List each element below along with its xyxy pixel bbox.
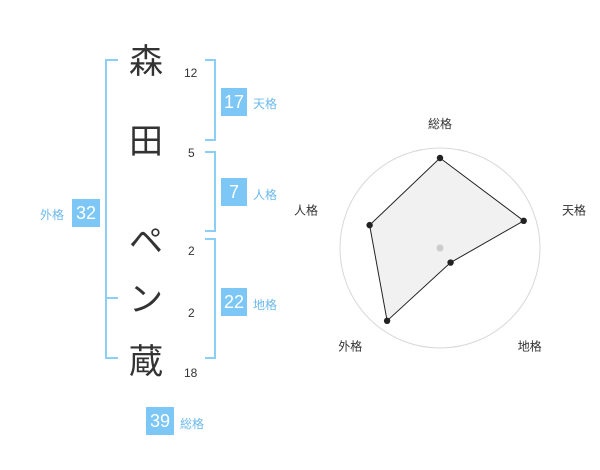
radar-axis-label-1: 総格 xyxy=(428,116,452,131)
name-char-5: 蔵 xyxy=(129,342,163,382)
tenkaku-label: 天格 xyxy=(253,97,278,111)
soukaku-label: 総格 xyxy=(180,417,205,431)
radar-point-4 xyxy=(383,317,391,325)
gaikaku-label: 外格 xyxy=(40,208,65,222)
radar-point-5 xyxy=(366,221,373,229)
gaikaku-value: 32 xyxy=(72,199,100,227)
jinkaku-value: 7 xyxy=(221,178,247,206)
stroke-count-4: 2 xyxy=(188,306,195,320)
radar-point-3 xyxy=(447,259,454,266)
stroke-count-3: 2 xyxy=(188,244,195,258)
radar-point-2 xyxy=(520,217,527,225)
radar-axis-label-5: 人格 xyxy=(294,202,318,217)
name-char-4: ン xyxy=(129,280,163,320)
radar-series-polygon xyxy=(369,157,525,322)
soukaku-value: 39 xyxy=(146,407,174,435)
stroke-count-1: 12 xyxy=(184,66,198,80)
radar-axis-label-4: 外格 xyxy=(338,339,362,354)
name-char-1: 森 xyxy=(129,42,163,82)
jinkaku-bracket xyxy=(205,151,216,232)
chikaku-label: 地格 xyxy=(253,298,278,312)
tenkaku-value: 17 xyxy=(221,88,247,116)
radar-axis-label-2: 天格 xyxy=(562,202,586,217)
stroke-count-5: 18 xyxy=(184,366,198,380)
tenkaku-bracket xyxy=(205,59,216,141)
jinkaku-label: 人格 xyxy=(253,188,278,202)
name-char-3: ペ xyxy=(129,222,163,262)
radar-center-dot xyxy=(436,244,444,252)
chikaku-bracket xyxy=(205,238,216,359)
name-char-2: 田 xyxy=(129,122,163,162)
stroke-count-2: 5 xyxy=(188,146,195,160)
radar-axis-label-3: 地格 xyxy=(518,339,542,354)
gaikaku-bracket xyxy=(105,59,118,359)
chikaku-value: 22 xyxy=(221,288,247,316)
radar-point-1 xyxy=(436,154,444,162)
radar-points xyxy=(366,154,527,325)
